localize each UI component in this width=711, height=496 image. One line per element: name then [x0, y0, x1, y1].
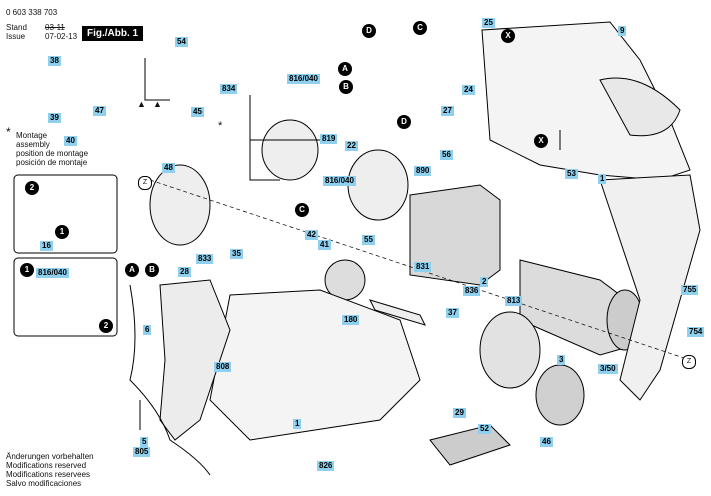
part-label: 54: [175, 37, 188, 47]
issue-label: Issue: [6, 32, 26, 41]
footer-line: Änderungen vorbehalten: [6, 452, 94, 461]
star-marker: *: [218, 120, 223, 132]
gear-housing: [479, 311, 541, 389]
part-label: 833: [196, 254, 214, 264]
stand-value: 03-11: [45, 23, 65, 32]
montage-line: position de montage: [16, 149, 89, 158]
part-label: 45: [191, 107, 204, 117]
part-label: 805: [133, 447, 151, 457]
stand-label: Stand: [6, 23, 27, 32]
callout-badge: C: [413, 21, 427, 35]
figure-label: Fig./Abb. 1: [82, 26, 144, 41]
part-label: 25: [482, 18, 495, 28]
callout-badge: C: [295, 203, 309, 217]
callout-badge: 2: [25, 181, 39, 195]
z-axis-marker: Z: [138, 176, 152, 190]
footer-line: Salvo modificaciones: [6, 479, 82, 488]
part-label: 22: [345, 141, 358, 151]
part-label: 48: [162, 163, 175, 173]
part-label: 831: [414, 262, 432, 272]
part-label: 755: [681, 285, 699, 295]
part-label: 6: [143, 325, 152, 335]
footer-line: Modifications reservees: [6, 470, 91, 479]
part-label: 39: [48, 113, 61, 123]
part-label: 16: [40, 241, 53, 251]
callout-badge: 2: [99, 319, 113, 333]
brush-holder-plate: [261, 119, 319, 181]
part-label: 816/040: [287, 74, 320, 84]
issue-value: 07-02-13: [45, 32, 78, 41]
callout-badge: A: [338, 62, 352, 76]
part-label: 3: [557, 355, 566, 365]
part-label: 37: [446, 308, 459, 318]
part-label: 53: [565, 169, 578, 179]
part-label: 3/50: [598, 364, 618, 374]
part-label: 24: [462, 85, 475, 95]
part-label: 38: [48, 56, 61, 66]
part-label: 41: [318, 240, 331, 250]
drill-chuck: [535, 364, 585, 426]
detail-inset-spring: [13, 257, 118, 337]
part-label: 180: [342, 315, 360, 325]
power-cable: [129, 284, 211, 476]
montage-line: posición de montaje: [16, 158, 88, 167]
part-label: 35: [230, 249, 243, 259]
part-label: 890: [414, 166, 432, 176]
part-label: 813: [505, 296, 523, 306]
part-label: 816/040: [36, 268, 69, 278]
part-label: 808: [214, 362, 232, 372]
doc-number: 0 603 338 703: [6, 8, 58, 17]
triangle-marker: ▲: [137, 99, 146, 109]
part-label: 754: [687, 327, 705, 337]
part-label: 29: [453, 408, 466, 418]
part-label: 42: [305, 230, 318, 240]
part-label: 819: [320, 134, 338, 144]
triangle-marker: ▲: [153, 99, 162, 109]
end-shield: [149, 164, 211, 246]
field-stator: [409, 184, 501, 286]
brush-ring: [347, 149, 409, 221]
montage-line: assembly: [16, 140, 50, 149]
part-label: 834: [220, 84, 238, 94]
part-label: 27: [441, 106, 454, 116]
part-label: 1: [293, 419, 302, 429]
montage-star: *: [6, 125, 11, 139]
part-label: 46: [540, 437, 553, 447]
callout-badge: X: [501, 29, 515, 43]
auxiliary-handle: [599, 174, 701, 401]
callout-badge: A: [125, 263, 139, 277]
switch-cover: [429, 424, 511, 466]
part-label: 55: [362, 235, 375, 245]
spindle: [369, 299, 426, 326]
part-label: 56: [440, 150, 453, 160]
part-label: 816/040: [323, 176, 356, 186]
footer-line: Modifications reserved: [6, 461, 87, 470]
montage-line: Montage: [16, 131, 48, 140]
handle: [159, 279, 231, 441]
part-label: 1: [598, 174, 607, 184]
callout-badge: B: [145, 263, 159, 277]
part-label: 47: [93, 106, 106, 116]
z-axis-marker: Z: [682, 355, 696, 369]
part-label: 2: [480, 277, 489, 287]
part-label: 40: [64, 136, 77, 146]
part-label: 836: [463, 286, 481, 296]
callout-badge: X: [534, 134, 548, 148]
callout-badge: 1: [20, 263, 34, 277]
callout-badge: D: [397, 115, 411, 129]
part-label: 826: [317, 461, 335, 471]
part-label: 9: [618, 26, 627, 36]
detail-inset-brush-holder: [13, 174, 118, 254]
part-label: 5: [140, 437, 149, 447]
callout-badge: B: [339, 80, 353, 94]
part-label: 28: [178, 267, 191, 277]
callout-badge: D: [362, 24, 376, 38]
housing-half-bottom: [209, 289, 421, 441]
callout-badge: 1: [55, 225, 69, 239]
part-label: 52: [478, 424, 491, 434]
